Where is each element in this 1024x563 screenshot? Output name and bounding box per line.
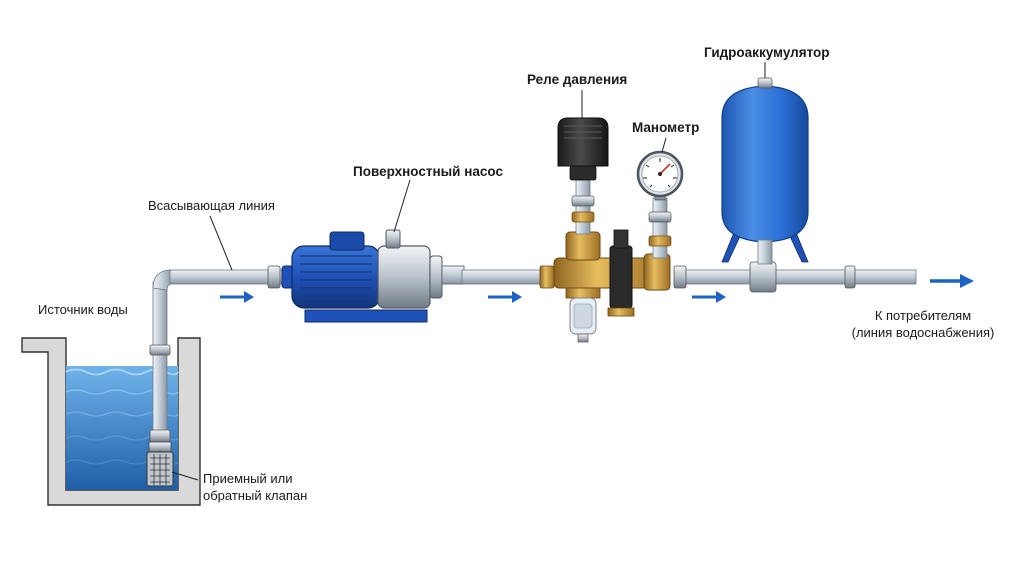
gauge-icon [636, 150, 684, 198]
suction-line-label: Всасывающая линия [148, 198, 275, 213]
flow-arrow-icon [930, 274, 974, 288]
flow-arrow-icon [220, 291, 254, 303]
leader-lines [171, 62, 766, 481]
manometer-label: Манометр [632, 120, 700, 135]
valve-manifold [553, 229, 671, 343]
consumers-label-line1: К потребителям [874, 308, 972, 323]
flow-arrows [220, 274, 974, 303]
consumers-label-line2: (линия водоснабжения) [851, 325, 995, 340]
accumulator-label: Гидроаккумулятор [704, 45, 830, 60]
surface-pump [281, 229, 465, 323]
surface-pump-label: Поверхностный насос [353, 164, 503, 179]
pressure-reducer [609, 245, 633, 309]
manometer [636, 150, 684, 259]
flow-arrow-icon [488, 291, 522, 303]
flow-arrow-icon [692, 291, 726, 303]
water-source-label: Источник воды [38, 302, 128, 317]
pressure-switch-label: Реле давления [527, 72, 628, 87]
valve-label-line2: обратный клапан [203, 488, 308, 503]
hydro-accumulator [721, 77, 809, 265]
pressure-switch [557, 117, 609, 235]
valve-label-line1: Приемный или [203, 471, 293, 486]
discharge-pipe [461, 261, 917, 293]
foot-valve [146, 441, 174, 487]
suction-pipe [149, 265, 291, 443]
